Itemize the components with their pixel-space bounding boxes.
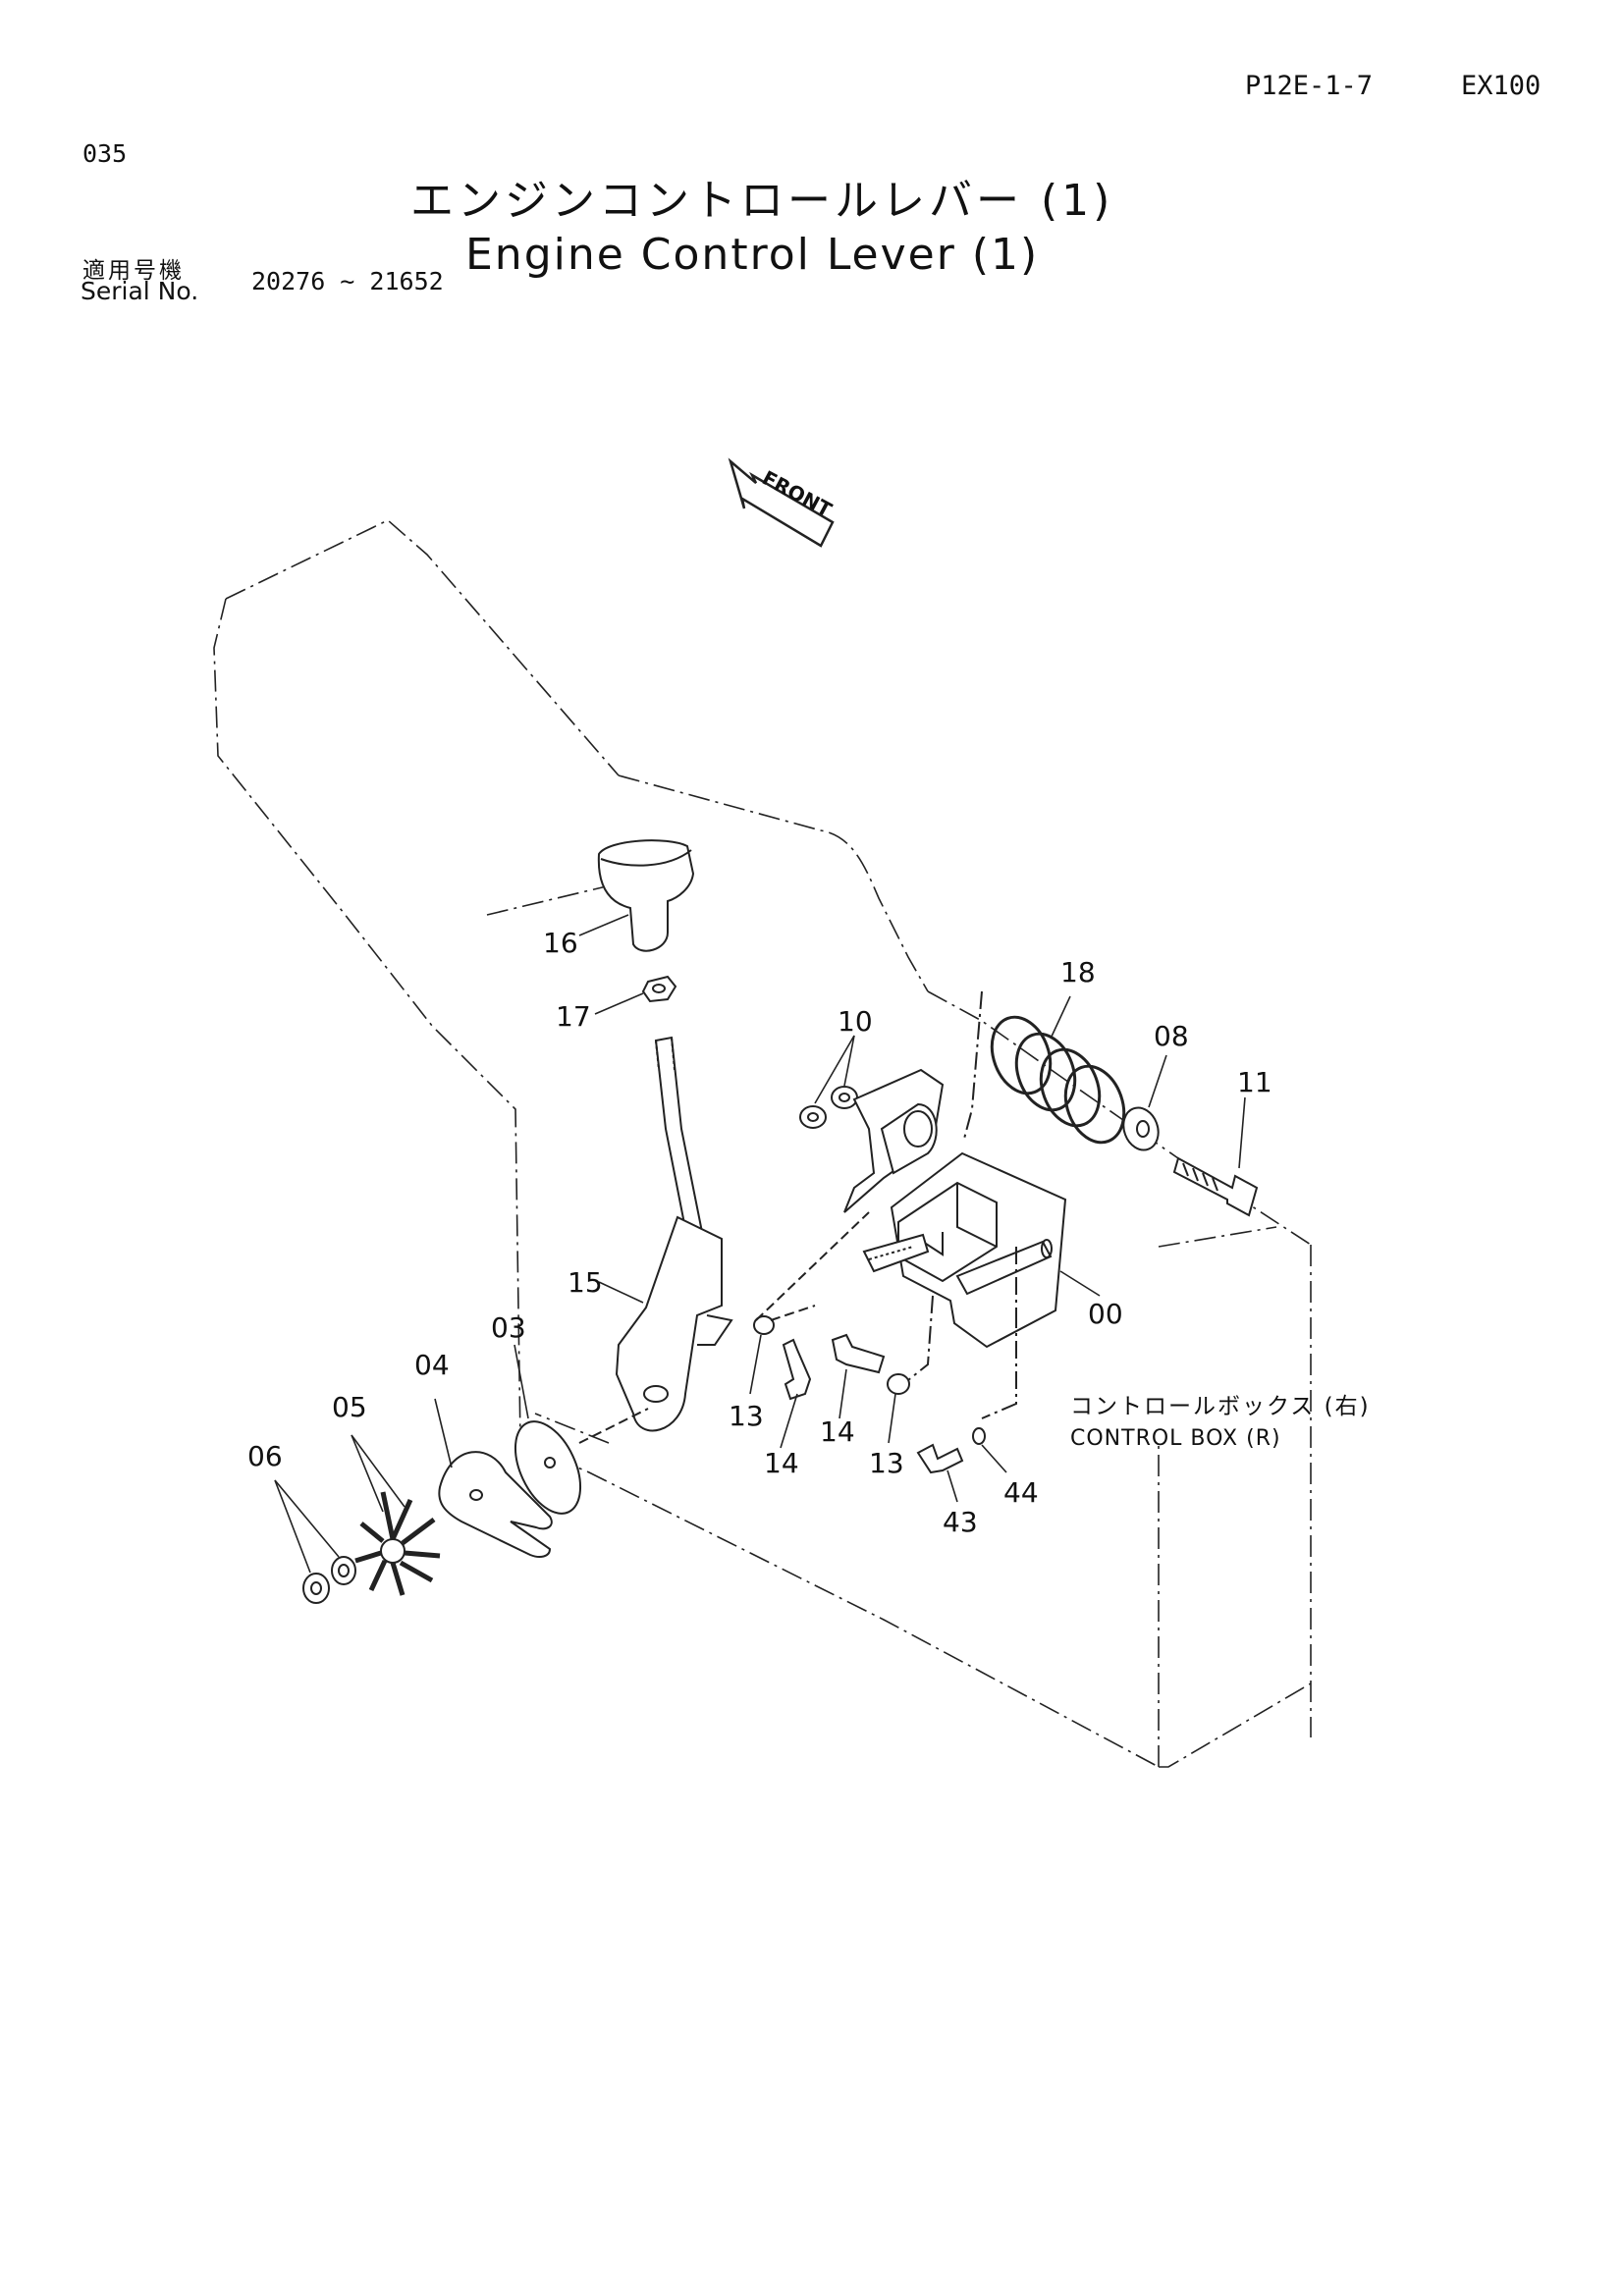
- front-arrow-icon: FRONT: [728, 457, 836, 548]
- return-spring: [990, 1015, 1126, 1145]
- callout-14-left: 14: [764, 1447, 799, 1479]
- callout-43: 43: [943, 1506, 978, 1538]
- callout-06: 06: [247, 1440, 283, 1472]
- callout-08: 08: [1154, 1020, 1189, 1052]
- box-washer: [972, 1427, 986, 1445]
- page-code: P12E-1-7: [1245, 71, 1374, 101]
- control-box-label-en: CONTROL BOX (R): [1070, 1426, 1281, 1451]
- callout-44: 44: [1003, 1476, 1039, 1509]
- callout-16: 16: [543, 927, 578, 959]
- main-bracket: [862, 990, 1067, 1419]
- bolt-right: [831, 1333, 886, 1374]
- front-arrow-label: FRONT: [758, 465, 836, 521]
- upper-bracket: [843, 1068, 945, 1213]
- model-name: EX100: [1461, 71, 1542, 101]
- collar-left: [753, 1211, 870, 1335]
- console-outline: [213, 519, 1312, 1768]
- bolt-left: [782, 1338, 812, 1401]
- detent-plate: [438, 1451, 553, 1558]
- callout-10: 10: [838, 1005, 873, 1038]
- lever-nut: [641, 975, 677, 1003]
- control-box-label-jp: コントロールボックス (右): [1070, 1394, 1371, 1419]
- callout-17: 17: [556, 1000, 591, 1033]
- collar-right: [887, 1373, 910, 1395]
- callout-11: 11: [1237, 1066, 1272, 1098]
- callout-13-left: 13: [729, 1400, 764, 1432]
- serial-label-en: Serial No.: [81, 277, 199, 305]
- callout-03: 03: [491, 1311, 526, 1344]
- bracket-nuts: [799, 1086, 858, 1129]
- callout-14-right: 14: [820, 1415, 855, 1448]
- spring-washer: [1122, 1106, 1160, 1151]
- star-washer: [354, 1491, 441, 1596]
- control-lever: [615, 1036, 733, 1432]
- callout-00: 00: [1088, 1298, 1123, 1330]
- serial-range: 20276 ~ 21652: [251, 267, 444, 295]
- figure-number: 035: [82, 139, 128, 168]
- callout-05: 05: [332, 1391, 367, 1423]
- callout-04: 04: [414, 1349, 450, 1381]
- box-bolt: [916, 1443, 964, 1474]
- page-title-jp: エンジンコントロールレバー (1): [410, 176, 1114, 226]
- long-bolt: [1172, 1156, 1259, 1217]
- serial-label-jp: 適用号機: [82, 258, 185, 284]
- callout-labels: 16 17 10 18 08 11 15 03 04 05 06 13 14 1…: [247, 927, 1272, 1538]
- lever-knob: [597, 839, 695, 952]
- page-title-en: Engine Control Lever (1): [465, 230, 1040, 280]
- callout-13-right: 13: [869, 1447, 904, 1479]
- callout-18: 18: [1060, 956, 1096, 988]
- callout-15: 15: [568, 1266, 603, 1299]
- friction-plate: [514, 1408, 649, 1515]
- leader-lines: [274, 914, 1246, 1574]
- lock-nuts: [302, 1556, 356, 1604]
